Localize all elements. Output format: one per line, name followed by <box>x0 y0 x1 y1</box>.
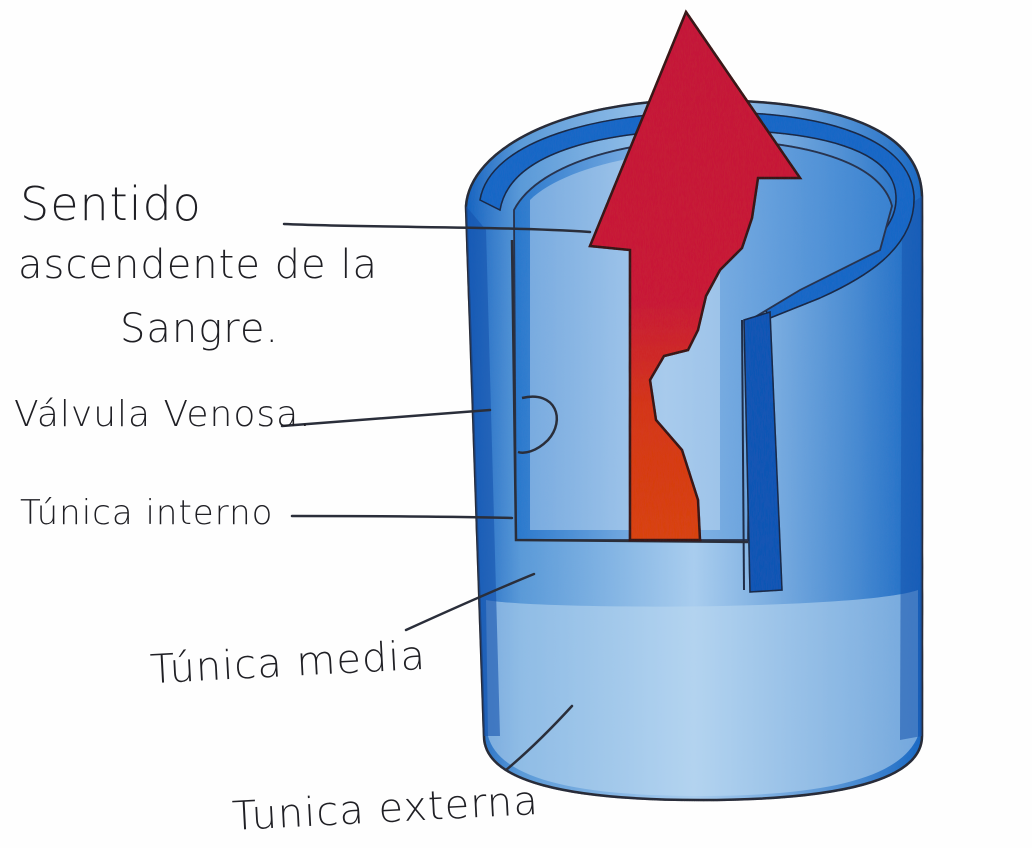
leader-interna <box>290 514 514 520</box>
leader-lines <box>280 222 592 772</box>
label-tunica-interna: Túnica interno <box>20 493 274 533</box>
label-sentido-line2: ascendente de la <box>18 242 379 288</box>
label-sentido-line3: Sangre. <box>120 306 280 352</box>
label-valvula-venosa: Válvula Venosa. <box>14 394 312 435</box>
blood-flow-arrow <box>588 9 803 542</box>
leader-externa <box>504 704 574 772</box>
tunica-interna-outline <box>510 239 749 544</box>
leader-sentido <box>282 222 592 234</box>
label-sentido-line1: Sentido <box>20 177 202 231</box>
leader-valvula <box>280 408 492 428</box>
valve-shape <box>517 395 558 454</box>
leader-media <box>404 572 536 632</box>
tunica-interna-strip <box>741 310 783 593</box>
